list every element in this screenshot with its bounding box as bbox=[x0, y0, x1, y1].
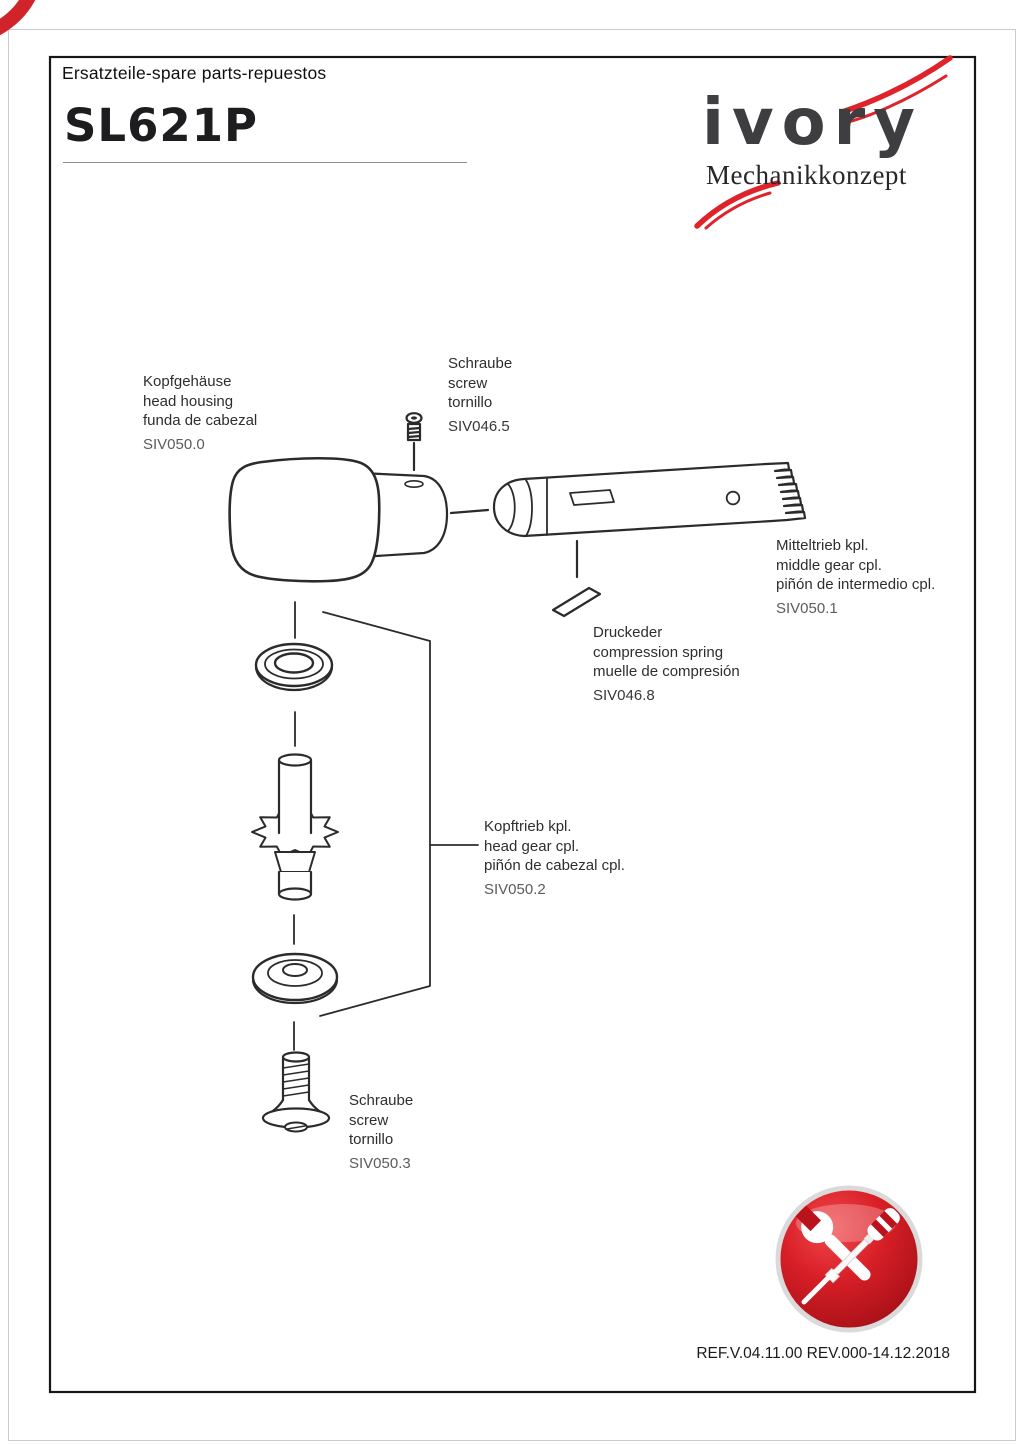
screw-top-drawing bbox=[405, 412, 423, 472]
part-name-en: screw bbox=[349, 1111, 389, 1129]
tools-badge bbox=[775, 1185, 923, 1333]
head-gear-bracket bbox=[319, 611, 479, 1017]
wrench-icon bbox=[795, 1205, 871, 1281]
part-ref: SIV050.2 bbox=[484, 880, 546, 898]
part-ref: SIV050.1 bbox=[776, 599, 838, 617]
part-name-en: head housing bbox=[143, 392, 234, 410]
corner-swoosh-decoration bbox=[0, 0, 36, 36]
part-name-es: tornillo bbox=[349, 1131, 394, 1148]
part-name-de: Schraube bbox=[448, 355, 513, 372]
part-label-head-gear: Kopftrieb kpl. head gear cpl. piñón de c… bbox=[484, 817, 625, 899]
washer-drawing bbox=[251, 952, 339, 1005]
exploded-diagram bbox=[228, 412, 807, 1133]
part-name-en: compression spring bbox=[593, 643, 724, 661]
part-name-en: head gear cpl. bbox=[484, 837, 580, 855]
part-name-es: funda de cabezal bbox=[143, 412, 258, 429]
part-ref: SIV046.8 bbox=[593, 686, 655, 704]
model-title: SL621P bbox=[64, 99, 258, 152]
part-name-de: Kopfgehäuse bbox=[143, 373, 232, 390]
logo-swoosh-top bbox=[839, 55, 953, 123]
part-label-screw-bottom: Schraube screw tornillo SIV050.3 bbox=[349, 1091, 413, 1173]
revision-footer: REF.V.04.11.00 REV.000-14.12.2018 bbox=[696, 1345, 950, 1362]
head-housing-drawing bbox=[228, 456, 381, 583]
logo-swoosh-bottom bbox=[694, 180, 781, 230]
part-name-es: tornillo bbox=[448, 394, 493, 411]
logo-subtitle: Mechanikkonzept bbox=[706, 160, 907, 190]
outer-page-frame bbox=[8, 29, 1016, 1441]
part-name-de: Druckeder bbox=[593, 624, 663, 641]
page-header: Ersatzteile-spare parts-repuestos bbox=[62, 63, 327, 83]
pen-tool-icon bbox=[801, 1269, 837, 1305]
part-label-screw-top: Schraube screw tornillo SIV046.5 bbox=[448, 354, 512, 436]
part-name-es: piñón de intermedio cpl. bbox=[776, 576, 936, 593]
middle-gear-drawing bbox=[492, 461, 807, 538]
part-name-en: middle gear cpl. bbox=[776, 556, 882, 574]
housing-neck-drawing bbox=[358, 471, 449, 559]
part-name-en: screw bbox=[448, 374, 488, 392]
part-name-es: piñón de cabezal cpl. bbox=[484, 857, 625, 874]
part-ref: SIV050.0 bbox=[143, 435, 205, 453]
part-ref: SIV050.3 bbox=[349, 1154, 411, 1172]
part-label-compression-spring: Druckeder compression spring muelle de c… bbox=[593, 623, 740, 705]
part-name-de: Mitteltrieb kpl. bbox=[776, 537, 869, 554]
part-name-de: Kopftrieb kpl. bbox=[484, 818, 572, 835]
logo-wordmark: ivory bbox=[702, 86, 923, 160]
head-gear-drawing bbox=[251, 753, 339, 901]
part-name-es: muelle de compresión bbox=[593, 663, 740, 680]
oring-drawing bbox=[254, 642, 334, 692]
part-name-de: Schraube bbox=[349, 1092, 414, 1109]
page-border bbox=[48, 55, 977, 1394]
part-label-middle-gear: Mitteltrieb kpl. middle gear cpl. piñón … bbox=[776, 536, 935, 618]
axis-lines bbox=[293, 601, 296, 1051]
screw-bottom-drawing bbox=[261, 1051, 331, 1133]
part-ref: SIV046.5 bbox=[448, 417, 510, 435]
connector-line bbox=[449, 508, 490, 515]
compression-spring-drawing bbox=[551, 539, 602, 618]
part-label-head-housing: Kopfgehäuse head housing funda de cabeza… bbox=[143, 372, 257, 454]
title-rule bbox=[63, 162, 467, 163]
